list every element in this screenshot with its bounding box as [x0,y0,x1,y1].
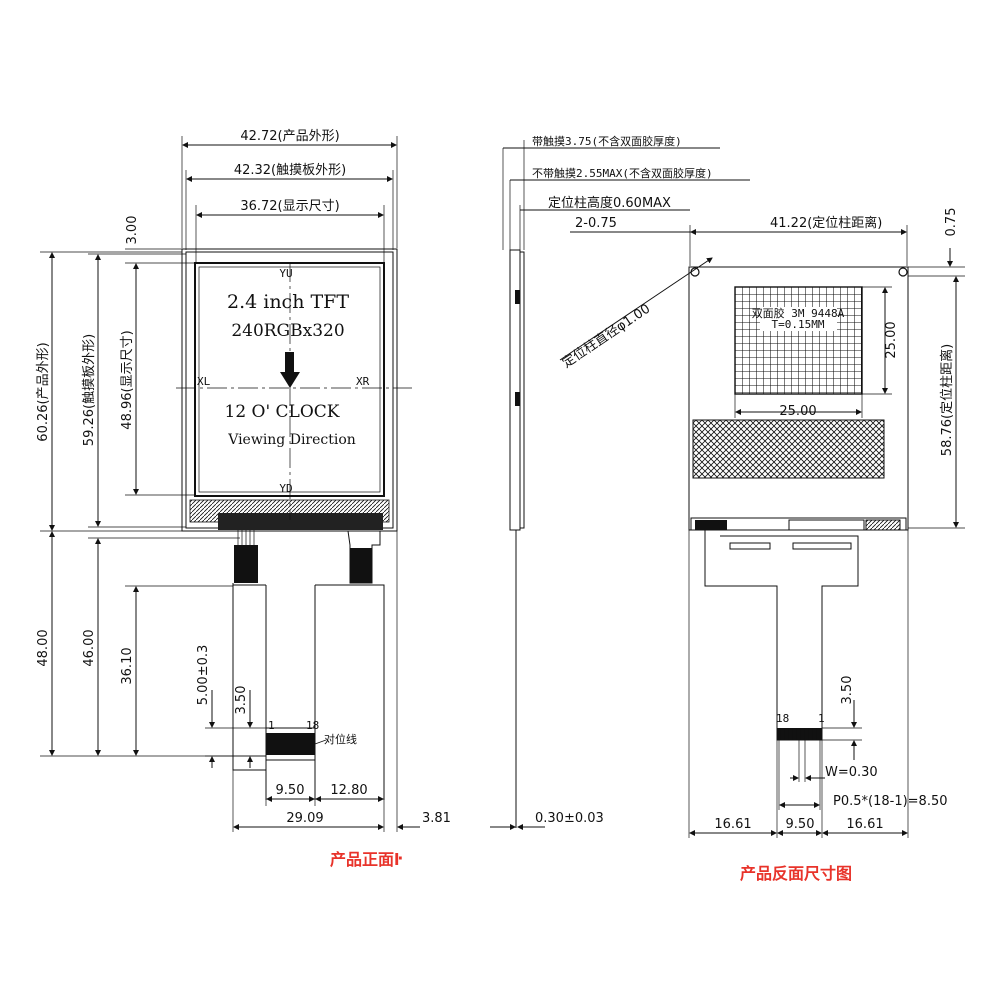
lcd-size-text: 2.4 inch TFT [227,291,349,313]
tape-grid-area [734,286,863,395]
front-caption: 产品正面ŀ [330,850,403,869]
xl-label: XL [197,375,211,388]
tape-thickness: T=0.15MM [772,318,825,331]
dim-sq-h: 25.00 [884,321,899,358]
dim-tail-35: 3.50 [234,686,249,715]
pad-width: W=0.30 [825,765,878,780]
dim-w1280: 12.80 [330,783,367,798]
thickness-touch: 带触摸3.75(不含双面胶厚度) [532,134,682,148]
back-1661a: 16.61 [714,817,751,832]
fpc-thickness: 0.30±0.03 [535,811,604,826]
align-mark-label: 对位线 [324,732,357,746]
dim-w2909: 29.09 [286,811,323,826]
dim-fpc-46: 46.00 [82,629,97,666]
dim-tail-5: 5.00±0.3 [196,645,211,706]
pin-diameter: 定位柱直径φ1.00 [560,302,653,372]
viewing-direction-text: Viewing Direction [227,432,356,448]
dim-display-height: 48.96(显示尺寸) [120,330,135,429]
back-pin1: 1 [818,712,825,725]
pin-right-icon [898,267,908,277]
pin-height: 定位柱高度0.60MAX [548,195,671,211]
thickness-no-touch: 不带触摸2.55MAX(不含双面胶厚度) [532,166,713,180]
viewing-arrow-icon [280,352,300,388]
dim-075: 0.75 [944,208,959,237]
resolution-text: 240RGBx320 [231,321,344,341]
front-view: 2.4 inch TFT 240RGBx320 12 O' CLOCK View… [36,129,451,869]
yu-label: YU [279,267,292,280]
dim-w381: 3.81 [422,811,451,826]
dim-sq-w: 25.00 [779,404,816,419]
fpc-tails [234,530,381,584]
dim-top-offset: 3.00 [125,216,140,245]
pin-dist-h: 41.22(定位柱距离) [770,215,882,231]
dim-fpc-total: 48.00 [36,629,51,666]
back-dim-350: 3.50 [840,676,855,705]
dim-outline-width: 42.72(产品外形) [240,129,339,144]
yd-label: YD [279,482,292,495]
fpc-outline [232,583,385,800]
pin-dist-v: 58.76(定位柱距离) [939,344,955,456]
fpc-contact-pad [266,733,315,755]
pitch-dim: P0.5*(18-1)=8.50 [833,794,948,809]
back-pin18: 18 [776,712,789,725]
dim-touch-width: 42.32(触摸板外形) [234,163,346,178]
back-1661b: 16.61 [846,817,883,832]
tape-label: 双面胶 3M 9448A [752,306,845,320]
module-outline [181,248,398,532]
pin1-label: 1 [268,719,275,732]
dim-touch-height: 59.26(触摸板外形) [82,334,97,446]
side-view: 带触摸3.75(不含双面胶厚度) 不带触摸2.55MAX(不含双面胶厚度) 定位… [490,134,750,830]
active-area [194,262,385,497]
backlight-hatch [692,419,885,479]
back-caption: 产品反面尺寸图 [740,864,852,883]
dim-outline-height: 60.26(产品外形) [36,342,51,441]
back-view: 双面胶 3M 9448A T=0.15MM 18 1 2-0.75 41.22(… [559,208,965,883]
ic-strip [218,513,383,530]
dim-display-width: 36.72(显示尺寸) [240,199,339,214]
back-950: 9.50 [786,817,815,832]
dim-w950: 9.50 [276,783,305,798]
holes-dim: 2-0.75 [575,216,617,231]
pin18-label: 18 [306,719,319,732]
dim-fpc-36: 36.10 [120,647,135,684]
clock-text: 12 O' CLOCK [225,402,340,422]
xr-label: XR [356,375,370,388]
